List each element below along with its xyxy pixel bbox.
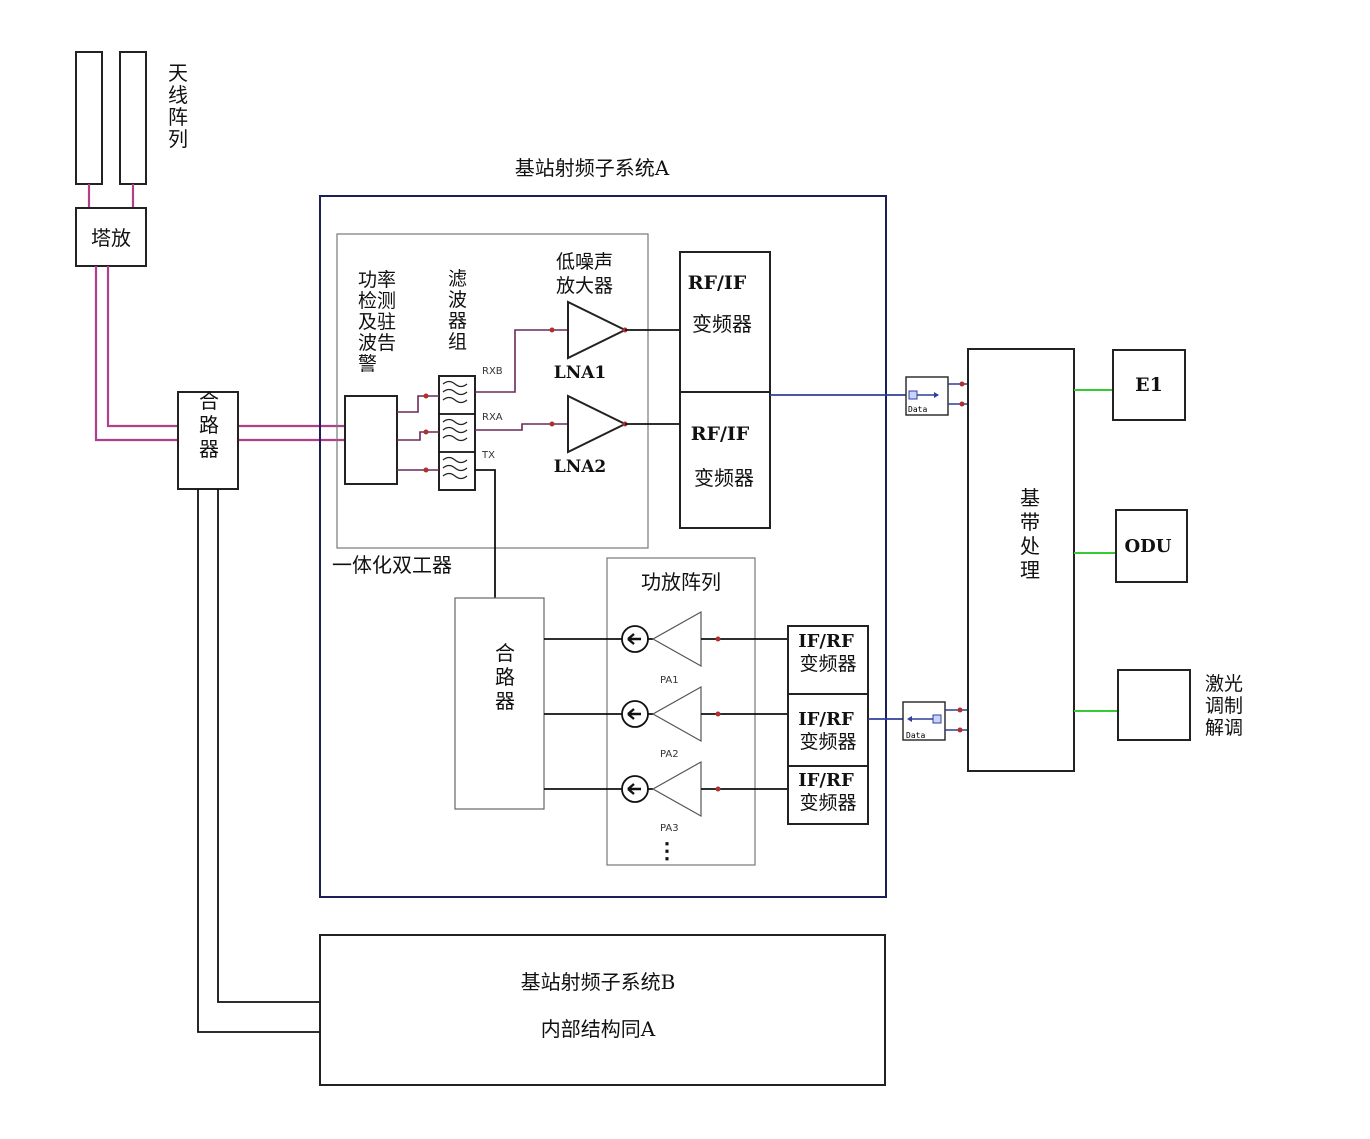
pa1-amplifier <box>651 610 702 668</box>
pa-array-title: 功放阵列 <box>641 570 721 594</box>
antenna-array <box>75 51 147 208</box>
subsystem-b-box <box>319 934 886 1086</box>
subsystem-a-frame <box>319 195 887 898</box>
outer-combiner-box <box>177 391 239 490</box>
lna-title-label: 低噪声放大器 <box>556 251 613 297</box>
if-rf-converter-2 <box>787 693 869 767</box>
filter-bank <box>438 375 476 491</box>
if-rf-2-line1: IF/RF <box>798 709 854 730</box>
rf-if-converter-2 <box>679 391 771 529</box>
rf-if-2-line1: RF/IF <box>691 423 750 445</box>
tx-feed-line <box>475 469 496 598</box>
e1-label: E1 <box>1135 374 1163 396</box>
inner-combiner-label: 合路器 <box>495 641 516 713</box>
duplexer-label: 一体化双工器 <box>332 553 452 577</box>
pa2-label: PA2 <box>660 749 679 760</box>
pa3-amplifier <box>651 760 702 818</box>
duplexer-frame <box>336 233 649 549</box>
pa-rows <box>544 625 653 803</box>
if-rf-converter-1 <box>787 625 869 695</box>
subsystem-b-subtitle: 内部结构同A <box>541 1017 656 1041</box>
subsystem-a-title: 基站射频子系统A <box>515 156 670 180</box>
rf-if-2-line2: 变频器 <box>694 466 754 490</box>
if-rf-3-line1: IF/RF <box>798 770 854 791</box>
filter-group-label: 滤波器组 <box>448 268 467 353</box>
baseband-box <box>967 348 1075 772</box>
pa3-label: PA3 <box>660 823 679 834</box>
subsystem-b-title: 基站射频子系统B <box>521 970 676 994</box>
odu-box <box>1115 509 1188 583</box>
port-tx: TX <box>481 450 495 461</box>
baseband-label: 基带处理 <box>1020 486 1042 582</box>
laser-modem-box <box>1117 669 1191 741</box>
laser-modem-label: 激光调制解调 <box>1205 673 1243 739</box>
if-rf-3-line2: 变频器 <box>799 792 856 814</box>
port-rxa: RXA <box>482 412 503 423</box>
rf-if-converter-1 <box>679 251 771 393</box>
tma-box <box>75 207 147 267</box>
pa-array-frame <box>606 557 756 866</box>
pa2-amplifier <box>651 685 702 743</box>
lna1-label: LNA1 <box>554 363 607 383</box>
data-converter-tx <box>902 701 968 741</box>
data-converter-rx-label: Data <box>908 405 927 414</box>
inner-combiner-box <box>454 597 545 810</box>
lna1-amplifier <box>567 300 628 360</box>
tma-label: 塔放 <box>91 226 131 250</box>
rf-if-1-line1: RF/IF <box>688 272 747 294</box>
antenna-feed-lines <box>94 266 345 442</box>
baseband-interface-links <box>1074 389 1118 712</box>
lna-links <box>475 327 568 431</box>
lna2-amplifier <box>567 394 628 454</box>
pa1-label: PA1 <box>660 675 679 686</box>
e1-box <box>1112 349 1186 421</box>
power-detect-box <box>344 395 398 485</box>
duplexer-internal-links <box>397 393 439 473</box>
if-rf-2-line2: 变频器 <box>799 731 856 753</box>
data-converter-rx <box>905 376 968 416</box>
rf-if-1-line2: 变频器 <box>692 312 752 336</box>
if-rf-1-line2: 变频器 <box>799 653 856 675</box>
if-rf-1-line1: IF/RF <box>798 631 854 652</box>
port-rxb: RXB <box>482 366 503 377</box>
subsystem-b-feed-lines <box>197 489 320 1033</box>
if-rf-converter-3 <box>787 765 869 825</box>
pa-input-links <box>701 636 788 792</box>
lna2-label: LNA2 <box>554 457 607 477</box>
odu-label: ODU <box>1125 536 1172 557</box>
data-converter-tx-label: Data <box>906 731 925 740</box>
outer-combiner-label: 合路器 <box>199 389 220 461</box>
antenna-label: 天线阵列 <box>168 61 190 151</box>
pa-more-ellipsis: ⋮ <box>656 838 678 864</box>
power-detect-label: 功率检测及驻波告警 <box>358 269 396 375</box>
